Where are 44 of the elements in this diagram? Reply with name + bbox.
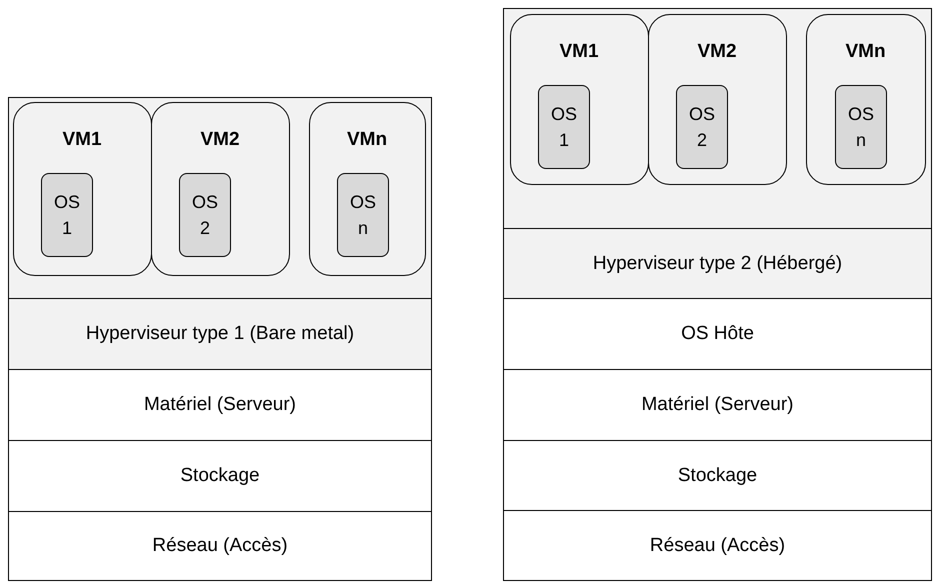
layer-box [503,510,932,581]
os-box [835,85,887,169]
vm-area [8,97,432,299]
layer-box [503,440,932,511]
os-box [676,85,728,169]
vm-box [648,14,786,184]
os-label: OS n [846,103,875,152]
os-box [41,173,93,257]
vm-title: VM1 [61,128,103,150]
vm-box [510,14,648,184]
os-label: OS 2 [688,103,716,152]
layer-label: Matériel (Serveur) [640,394,795,416]
vm-title: VM2 [199,128,241,150]
os-label: OS n [348,191,377,240]
layer-box [8,511,432,581]
vm-area [503,8,932,229]
vm-title: VMn [346,128,388,150]
vm-box [308,102,426,276]
vm-title: VMn [844,40,887,62]
layer-label: OS Hôte [680,323,755,345]
hypervisor-layer [503,228,932,299]
layer-label: Stockage [179,465,261,487]
layer-box [503,298,932,370]
os-box [538,85,590,169]
layer-label: Matériel (Serveur) [142,394,298,416]
vm-title: VM2 [696,40,738,62]
layer-box [503,369,932,441]
os-label: OS 2 [190,191,219,240]
os-box [337,173,389,257]
layer-label: Hyperviseur type 1 (Bare metal) [84,323,356,345]
os-label: OS 1 [550,103,578,152]
layer-label: Hyperviseur type 2 (Hébergé) [592,252,844,274]
os-box [179,173,231,257]
layer-label: Stockage [676,464,758,486]
vm-box [806,14,926,184]
layer-label: Réseau (Accès) [151,535,289,557]
hypervisor-layer [8,298,432,370]
vm-title: VM1 [558,40,600,62]
vm-box [12,102,152,276]
layer-box [8,440,432,512]
os-label: OS 1 [52,191,81,240]
layer-box [8,369,432,441]
layer-label: Réseau (Accès) [648,534,786,556]
vm-box [150,102,290,276]
